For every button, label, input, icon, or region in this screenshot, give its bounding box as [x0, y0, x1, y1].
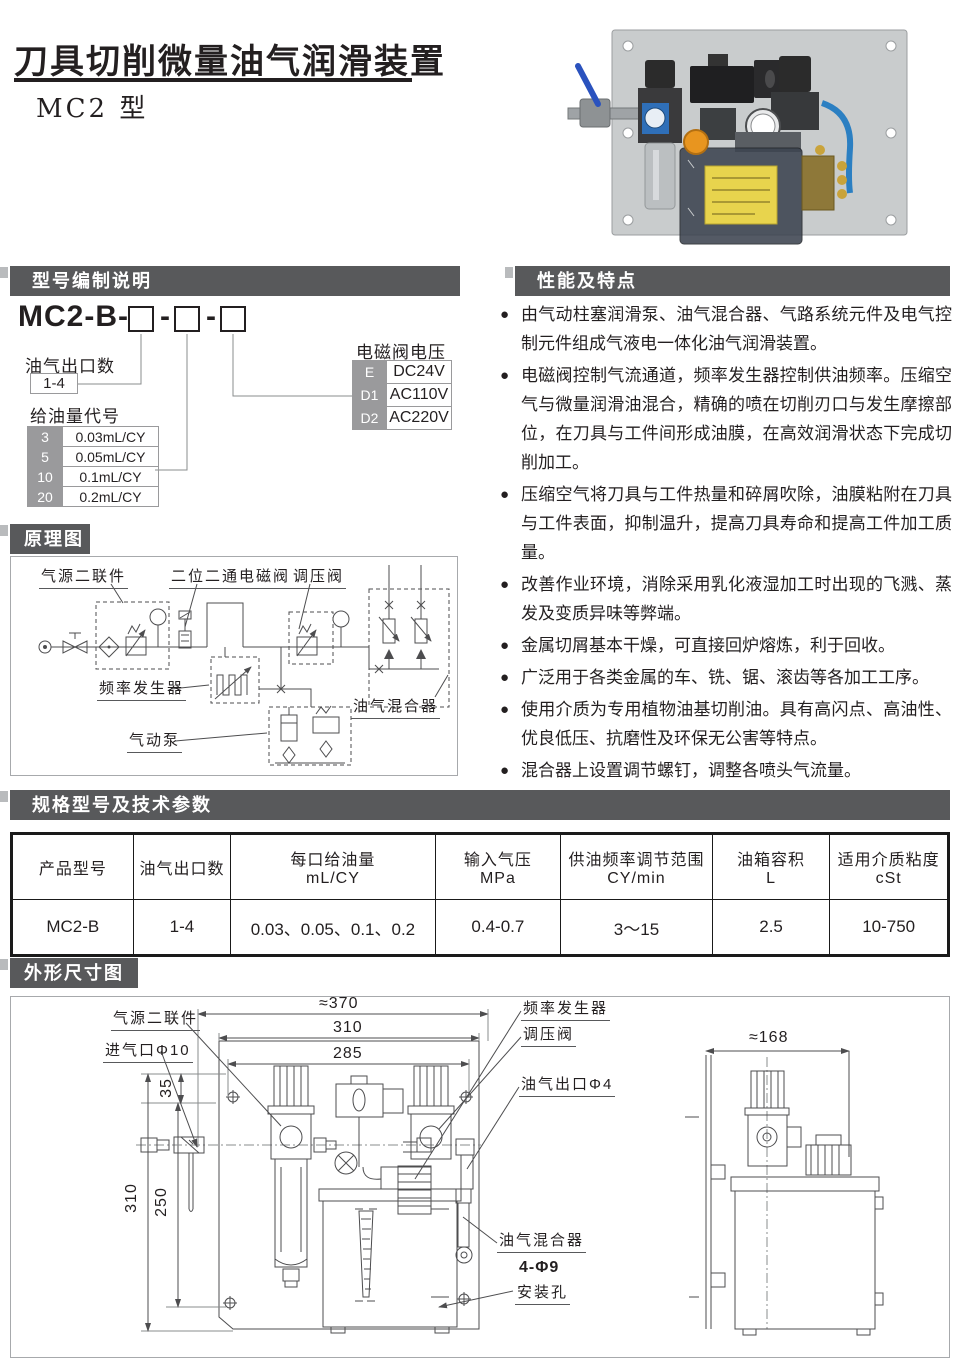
oil-codes-label: 给油量代号: [30, 407, 120, 426]
dim-frl-label: 气源二联件: [111, 1007, 201, 1031]
model-code-box-2: [174, 306, 200, 332]
dim-width-310: 310: [333, 1019, 363, 1036]
section-schematic: 原理图: [0, 524, 90, 554]
list-item: 压缩空气将刀具与工件热量和碎屑吹除，油膜粘附在刀具与工件表面，抑制温升，提高刀具…: [500, 480, 952, 567]
section-features: 性能及特点: [505, 266, 950, 296]
section-specs: 规格型号及技术参数: [0, 790, 950, 820]
schematic-mixer-label: 油气混合器: [351, 695, 441, 719]
spec-cell: 0.03、0.05、0.1、0.2: [230, 899, 436, 956]
list-item: 由气动柱塞润滑泵、油气混合器、气路系统元件及电气控制元件组成气液电一体化油气润滑…: [500, 300, 952, 358]
voltage-code: E: [352, 360, 387, 384]
outlets-value: 1-4: [30, 373, 78, 394]
list-item: 电磁阀控制气流通道，频率发生器控制供油频率。压缩空气与微量润滑油混合，精确的喷在…: [500, 361, 952, 477]
features-list: 由气动柱塞润滑泵、油气混合器、气路系统元件及电气控制元件组成气液电一体化油气润滑…: [500, 300, 952, 788]
column-header: 产品型号: [11, 833, 134, 900]
dim-outlet-label: 油气出口Φ4: [519, 1073, 616, 1097]
model-code-box-3: [220, 306, 246, 332]
voltage-value: DC24V: [386, 360, 452, 384]
list-item: 使用介质为专用植物油基切削油。具有高闪点、高油性、优良低压、抗磨性及环保无公害等…: [500, 695, 952, 753]
dim-side-width: ≈168: [749, 1029, 789, 1046]
spec-cell: MC2-B: [11, 899, 134, 956]
oil-code: 20: [27, 486, 63, 507]
model-code-sep-1: -: [160, 300, 171, 333]
section-specs-title: 规格型号及技术参数: [32, 795, 212, 815]
oil-value: 0.03mL/CY: [62, 426, 159, 447]
model-connectors: [10, 296, 460, 511]
voltage-label: 电磁阀电压: [356, 343, 446, 362]
dim-height-250: 250: [152, 1187, 170, 1217]
model-code-box-1: [128, 306, 154, 332]
model-code-sep-2: -: [206, 300, 217, 333]
voltage-value: AC110V: [386, 383, 452, 407]
schematic-solenoid-label: 二位二通电磁阀: [169, 565, 293, 589]
dim-mixer-label: 油气混合器: [497, 1229, 587, 1253]
spec-cell: 10-750: [829, 899, 949, 956]
schematic-frl-label: 气源二联件: [39, 565, 129, 589]
section-model: 型号编制说明: [0, 266, 460, 296]
dim-mount-qty: 4-Φ9: [519, 1259, 560, 1276]
list-item: 金属切屑基本干燥，可直接回炉熔炼，利于回收。: [500, 631, 952, 660]
page-title: 刀具切削微量油气润滑装置: [14, 43, 446, 81]
spec-cell: 0.4-0.7: [434, 899, 562, 956]
oil-code: 10: [27, 466, 63, 487]
dim-mount-hole-label: 安装孔: [515, 1281, 571, 1305]
dimension-drawing: 气源二联件 进气口Φ10 频率发生器 调压阀 油气出口Φ4 油气混合器 4-Φ9…: [10, 995, 950, 1358]
oil-code: 5: [27, 446, 63, 467]
section-schematic-title: 原理图: [24, 529, 84, 549]
product-photo: [550, 8, 950, 260]
oil-value: 0.05mL/CY: [62, 446, 159, 467]
dim-height-310: 310: [122, 1183, 140, 1213]
section-dimensions: 外形尺寸图: [0, 958, 138, 988]
section-model-title: 型号编制说明: [32, 271, 152, 291]
list-item: 混合器上设置调节螺钉，调整各喷头气流量。: [500, 756, 952, 785]
title-underline: [14, 78, 412, 82]
voltage-code: D2: [352, 406, 387, 430]
oil-value: 0.1mL/CY: [62, 466, 159, 487]
schematic-regulator-label: 调压阀: [291, 565, 347, 589]
list-item: 广泛用于各类金属的车、铣、锯、滚齿等各加工工序。: [500, 663, 952, 692]
dim-width-total: ≈370: [319, 995, 359, 1012]
column-header: 油气出口数: [132, 833, 232, 900]
schematic-frequency-label: 频率发生器: [97, 677, 187, 701]
section-dimensions-title: 外形尺寸图: [24, 963, 124, 983]
dim-width-285: 285: [333, 1045, 363, 1062]
voltage-value: AC220V: [386, 406, 452, 430]
model-code-prefix: MC2-B-: [18, 300, 129, 333]
schematic-diagram: 气源二联件 二位二通电磁阀 调压阀 频率发生器 气动泵 油气混合器: [10, 556, 458, 776]
dim-regulator-label: 调压阀: [521, 1023, 577, 1047]
dim-frequency-label: 频率发生器: [521, 997, 611, 1021]
spec-cell: 3～15: [560, 899, 713, 956]
spec-cell: 1-4: [132, 899, 232, 956]
oil-value: 0.2mL/CY: [62, 486, 159, 507]
spec-cell: 2.5: [711, 899, 831, 956]
schematic-pump-label: 气动泵: [127, 729, 183, 753]
list-item: 改善作业环境，消除采用乳化液湿加工时出现的飞溅、蒸发及变质异味等弊端。: [500, 570, 952, 628]
table-row: MC2-B 1-4 0.03、0.05、0.1、0.2 0.4-0.7 3～15…: [11, 899, 949, 956]
outlets-label: 油气出口数: [25, 357, 115, 376]
dim-height-35: 35: [157, 1078, 175, 1098]
voltage-code: D1: [352, 383, 387, 407]
page-subtitle: MC2 型: [36, 94, 149, 124]
section-features-title: 性能及特点: [537, 271, 637, 291]
oil-code: 3: [27, 426, 63, 447]
dim-inlet-label: 进气口Φ10: [103, 1039, 193, 1063]
